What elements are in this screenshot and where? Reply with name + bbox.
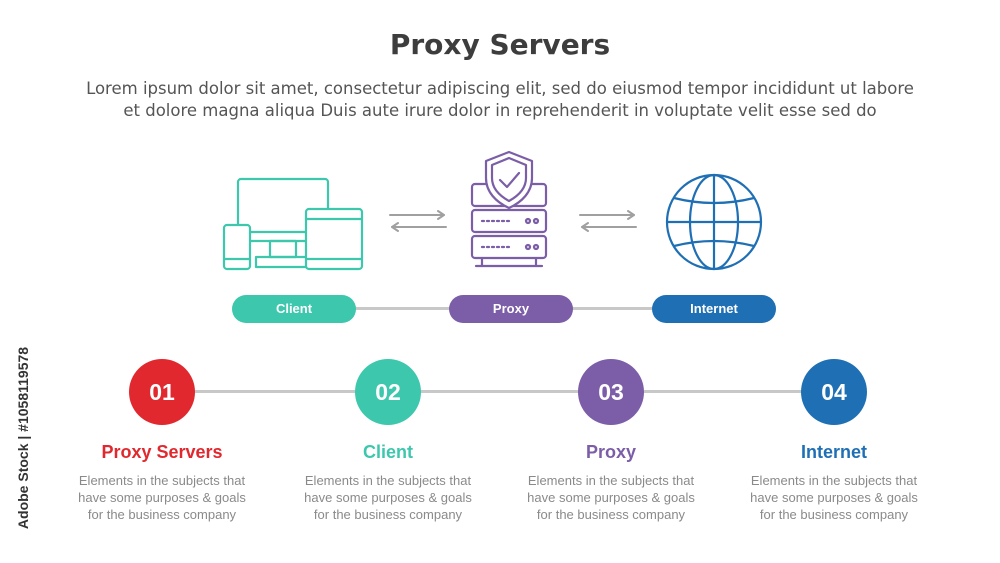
side-watermark: Adobe Stock | #1058119578 [15, 346, 31, 530]
desc-line: have some purposes & goals [78, 490, 246, 505]
desc-line: for the business company [87, 507, 237, 522]
page-title: Proxy Servers [389, 28, 611, 61]
desc-line: Elements in the subjects that [78, 473, 246, 488]
step-desc-02: Elements in the subjects that have some … [293, 472, 483, 523]
pill-client: Client [232, 295, 356, 323]
step-title-04: Internet [800, 442, 867, 462]
step-desc-03: Elements in the subjects that have some … [516, 472, 706, 523]
step-circle-01: 01 [129, 359, 195, 425]
step-title-02: Client [362, 442, 413, 462]
desc-line: have some purposes & goals [527, 490, 695, 505]
step-title-01: Proxy Servers [101, 442, 223, 462]
step-circle-04: 04 [801, 359, 867, 425]
desc-line: have some purposes & goals [304, 490, 472, 505]
server-shield-icon [466, 150, 552, 277]
pill-proxy: Proxy [449, 295, 573, 323]
step-circle-02: 02 [355, 359, 421, 425]
page-subtitle: Lorem ipsum dolor sit amet, consectetur … [40, 78, 960, 122]
devices-icon [218, 175, 368, 278]
bidirectional-arrows-icon [578, 210, 638, 237]
subtitle-line-1: Lorem ipsum dolor sit amet, consectetur … [86, 79, 914, 98]
desc-line: have some purposes & goals [750, 490, 918, 505]
step-desc-01: Elements in the subjects that have some … [67, 472, 257, 523]
step-desc-04: Elements in the subjects that have some … [739, 472, 929, 523]
desc-line: for the business company [536, 507, 686, 522]
step-circle-03: 03 [578, 359, 644, 425]
globe-icon [664, 172, 764, 277]
desc-line: Elements in the subjects that [750, 473, 918, 488]
desc-line: for the business company [759, 507, 909, 522]
pill-internet: Internet [652, 295, 776, 323]
steps-connector-line [162, 390, 834, 393]
desc-line: Elements in the subjects that [527, 473, 695, 488]
desc-line: Elements in the subjects that [304, 473, 472, 488]
desc-line: for the business company [313, 507, 463, 522]
step-title-03: Proxy [585, 442, 637, 462]
bidirectional-arrows-icon [388, 210, 448, 237]
subtitle-line-2: et dolore magna aliqua Duis aute irure d… [123, 101, 877, 120]
